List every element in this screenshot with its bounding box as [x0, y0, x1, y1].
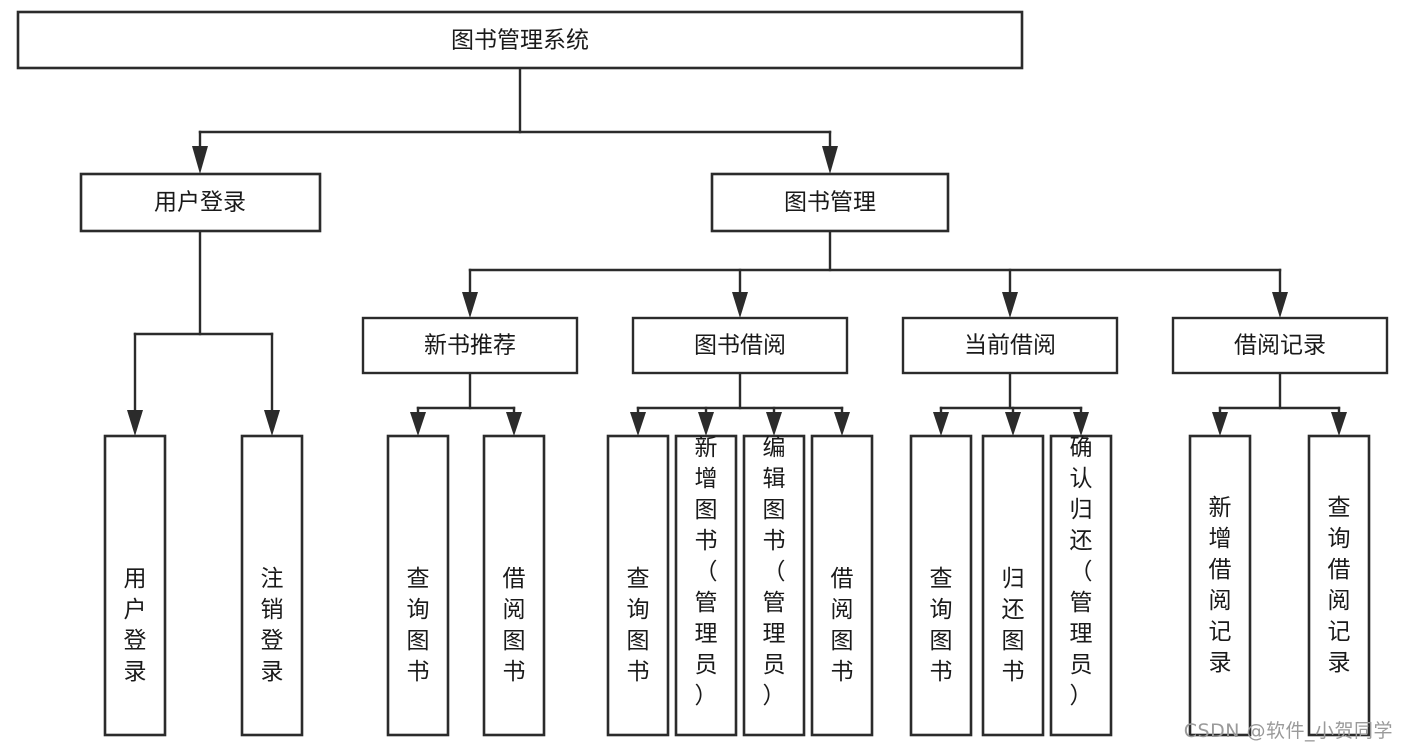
leaf-node-add-book-admin-box[interactable] [674, 434, 738, 737]
leaf-node-return-book-label: 归还图书 [1002, 566, 1025, 685]
leaf-node-query-books-current[interactable]: 查询图书 [909, 434, 973, 737]
leaf-node-query-borrow-record-box[interactable] [1307, 434, 1371, 737]
leaf-node-edit-book-admin-label: 编辑图书（管理员） [763, 435, 786, 709]
arrow-icon-borrow-leaf-3 [766, 412, 782, 436]
leaf-node-user-login-box[interactable] [103, 434, 167, 737]
connector-layer [127, 66, 1347, 436]
arrow-icon-borrow-leaf-1 [630, 412, 646, 436]
leaf-node-logout[interactable]: 注销登录 [240, 434, 304, 737]
node-root-system[interactable]: 图书管理系统 [16, 10, 1024, 70]
node-user-login[interactable]: 用户登录 [79, 172, 322, 233]
node-current-borrowing[interactable]: 当前借阅 [901, 316, 1119, 375]
arrow-icon-records-leaf-2 [1331, 412, 1347, 436]
arrow-icon-book-mgmt-to-records [1272, 292, 1288, 318]
node-new-book-recommendation-label: 新书推荐 [424, 333, 516, 359]
leaf-node-add-borrow-record-box[interactable] [1188, 434, 1252, 737]
leaf-node-add-borrow-record[interactable]: 新增借阅记录 [1188, 434, 1252, 737]
leaf-node-borrow-book-label: 借阅图书 [831, 566, 854, 685]
arrow-icon-new-books-leaf-1 [410, 412, 426, 436]
node-borrowing-records-box[interactable] [1171, 316, 1389, 375]
node-new-book-recommendation-box[interactable] [361, 316, 579, 375]
leaf-node-confirm-return-admin-box[interactable] [1049, 434, 1113, 737]
arrow-icon-user-login-leaf-2 [264, 410, 280, 436]
node-user-login-box[interactable] [79, 172, 322, 233]
arrow-icon-current-leaf-2 [1005, 412, 1021, 436]
node-book-borrowing[interactable]: 图书借阅 [631, 316, 849, 375]
node-root-system-box[interactable] [16, 10, 1024, 70]
leaf-node-query-borrow-record[interactable]: 查询借阅记录 [1307, 434, 1371, 737]
node-book-borrowing-label: 图书借阅 [694, 333, 786, 359]
node-root-system-label: 图书管理系统 [451, 28, 589, 54]
arrow-icon-root-to-user-login [192, 146, 208, 174]
node-user-login-label: 用户登录 [154, 190, 246, 216]
arrow-icon-borrow-leaf-4 [834, 412, 850, 436]
arrow-icon-root-to-book-mgmt [822, 146, 838, 174]
arrow-icon-current-leaf-1 [933, 412, 949, 436]
leaf-node-user-login-label: 用户登录 [124, 566, 147, 685]
leaf-node-borrow-books-new-box[interactable] [482, 434, 546, 737]
leaf-node-layer: 用户登录 注销登录 查询图书 借阅图书 查询图书 新 [103, 434, 1371, 737]
node-current-borrowing-label: 当前借阅 [964, 333, 1056, 359]
leaf-node-query-books-current-label: 查询图书 [930, 566, 953, 685]
leaf-node-query-books-borrow[interactable]: 查询图书 [606, 434, 670, 737]
leaf-node-query-books-new-label: 查询图书 [407, 566, 430, 685]
node-borrowing-records-label: 借阅记录 [1234, 333, 1326, 359]
arrow-icon-user-login-leaf-1 [127, 410, 143, 436]
arrow-icon-current-leaf-3 [1073, 412, 1089, 436]
leaf-node-edit-book-admin-box[interactable] [742, 434, 806, 737]
leaf-node-borrow-book-box[interactable] [810, 434, 874, 737]
leaf-node-borrow-books-new[interactable]: 借阅图书 [482, 434, 546, 737]
leaf-node-query-books-new[interactable]: 查询图书 [386, 434, 450, 737]
leaf-node-add-book-admin[interactable]: 新增图书（管理员） [674, 434, 738, 737]
leaf-node-return-book-box[interactable] [981, 434, 1045, 737]
leaf-node-edit-book-admin[interactable]: 编辑图书（管理员） [742, 434, 806, 737]
node-book-management-label: 图书管理 [784, 190, 876, 216]
leaf-node-user-login[interactable]: 用户登录 [103, 434, 167, 737]
leaf-node-borrow-book[interactable]: 借阅图书 [810, 434, 874, 737]
leaf-node-query-books-borrow-label: 查询图书 [627, 566, 650, 685]
arrow-icon-book-mgmt-to-new-books [462, 292, 478, 318]
leaf-node-add-borrow-record-label: 新增借阅记录 [1209, 495, 1232, 676]
node-borrowing-records[interactable]: 借阅记录 [1171, 316, 1389, 375]
leaf-node-return-book[interactable]: 归还图书 [981, 434, 1045, 737]
arrow-icon-new-books-leaf-2 [506, 412, 522, 436]
leaf-node-borrow-books-new-label: 借阅图书 [503, 566, 526, 685]
leaf-node-query-books-borrow-box[interactable] [606, 434, 670, 737]
node-current-borrowing-box[interactable] [901, 316, 1119, 375]
leaf-node-query-books-current-box[interactable] [909, 434, 973, 737]
leaf-node-confirm-return-admin-label: 确认归还（管理员） [1070, 435, 1093, 709]
leaf-node-confirm-return-admin[interactable]: 确认归还（管理员） [1049, 434, 1113, 737]
leaf-node-add-book-admin-label: 新增图书（管理员） [695, 435, 718, 709]
leaf-node-logout-label: 注销登录 [261, 566, 284, 685]
node-book-management-box[interactable] [710, 172, 950, 233]
node-book-management[interactable]: 图书管理 [710, 172, 950, 233]
node-new-book-recommendation[interactable]: 新书推荐 [361, 316, 579, 375]
leaf-node-query-books-new-box[interactable] [386, 434, 450, 737]
arrow-icon-book-mgmt-to-borrow [732, 292, 748, 318]
leaf-node-query-borrow-record-label: 查询借阅记录 [1328, 495, 1351, 676]
node-book-borrowing-box[interactable] [631, 316, 849, 375]
arrow-icon-borrow-leaf-2 [698, 412, 714, 436]
arrow-icon-records-leaf-1 [1212, 412, 1228, 436]
arrow-icon-book-mgmt-to-current [1002, 292, 1018, 318]
leaf-node-logout-box[interactable] [240, 434, 304, 737]
